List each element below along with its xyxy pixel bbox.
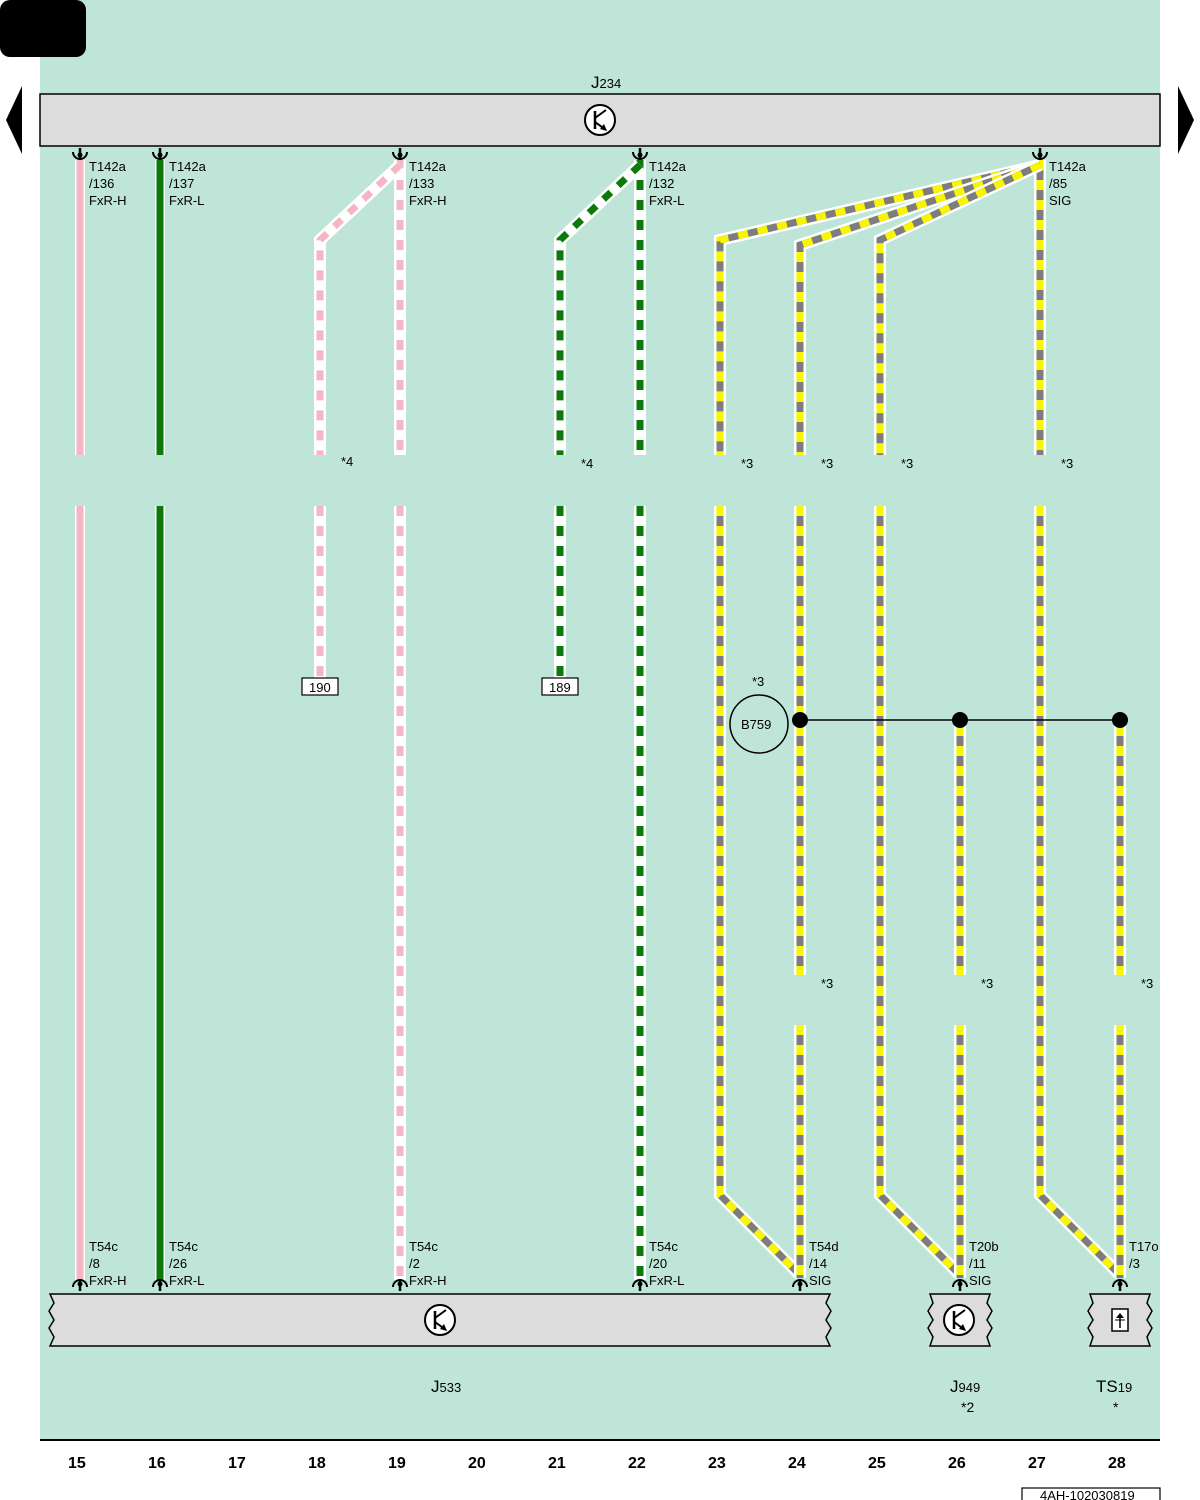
j234-transistor-icon <box>584 104 616 136</box>
wires <box>75 159 1126 1280</box>
top-connector-1 <box>152 148 168 160</box>
b759-junction-26 <box>952 712 968 728</box>
b759-note: *3 <box>752 674 764 689</box>
j949-note: *2 <box>961 1399 974 1415</box>
bottom-pin-label-6: T17o/3 <box>1129 1239 1159 1271</box>
ref-box-189 <box>541 677 579 696</box>
wire-col24-upper <box>794 159 1042 455</box>
page-tab <box>0 0 86 57</box>
bottom-connector-6 <box>1112 1279 1128 1291</box>
column-number-24: 24 <box>788 1455 806 1472</box>
wire-col27-lower <box>1034 506 1125 1280</box>
j234-label: J234 <box>591 73 621 92</box>
note-col26-lower: *3 <box>981 976 993 991</box>
column-number-17: 17 <box>228 1455 246 1472</box>
note-col24-lower: *3 <box>821 976 833 991</box>
b759-junction-28 <box>1112 712 1128 728</box>
b759-splice-circle <box>729 694 789 754</box>
wire-col18-upper <box>314 160 405 455</box>
note-col28-lower: *3 <box>1141 976 1153 991</box>
ref-189-label: 189 <box>549 680 571 695</box>
wire-col23-lower <box>714 506 805 1280</box>
bottom-connector-1 <box>152 1279 168 1291</box>
wire-col21-upper <box>554 160 645 455</box>
footer-code-box <box>1021 1487 1161 1500</box>
note-col24: *3 <box>821 456 833 471</box>
bottom-connector-2 <box>392 1279 408 1291</box>
wire-col25-upper <box>874 159 1043 455</box>
column-number-25: 25 <box>868 1455 886 1472</box>
wire-col25-lower <box>874 506 965 1280</box>
column-number-19: 19 <box>388 1455 406 1472</box>
note-col25: *3 <box>901 456 913 471</box>
column-number-20: 20 <box>468 1455 486 1472</box>
j949-label: J949 <box>950 1377 980 1396</box>
bottom-connector-5 <box>952 1279 968 1291</box>
column-number-26: 26 <box>948 1455 966 1472</box>
j533-transistor-icon <box>424 1304 456 1336</box>
top-connector-2 <box>392 148 408 160</box>
column-number-28: 28 <box>1108 1455 1126 1472</box>
ts19-sensor-icon <box>1111 1308 1129 1332</box>
column-number-21: 21 <box>548 1455 566 1472</box>
top-connector-0 <box>72 148 88 160</box>
bottom-connector-4 <box>792 1279 808 1291</box>
note-col23: *3 <box>741 456 753 471</box>
ts19-label: TS19 <box>1096 1377 1132 1396</box>
column-number-22: 22 <box>628 1455 646 1472</box>
column-numbers: 15 16 17 18 19 20 21 22 23 24 25 26 27 28 <box>68 1455 1126 1472</box>
ref-190-label: 190 <box>309 680 331 695</box>
column-number-16: 16 <box>148 1455 166 1472</box>
b759-label: B759 <box>741 717 771 732</box>
b759-junction-24 <box>792 712 808 728</box>
column-number-18: 18 <box>308 1455 326 1472</box>
top-connector-4 <box>1032 148 1048 160</box>
column-number-15: 15 <box>68 1455 86 1472</box>
ts19-note: * <box>1113 1399 1119 1415</box>
bottom-connector-0 <box>72 1279 88 1291</box>
column-number-27: 27 <box>1028 1455 1046 1472</box>
prev-page-arrow[interactable] <box>6 86 22 154</box>
footer-code: 4AH-102030819 <box>1040 1488 1135 1500</box>
ref-box-190 <box>301 677 339 696</box>
note-col27: *3 <box>1061 456 1073 471</box>
wire-col23-upper <box>714 159 1042 455</box>
note-col18: *4 <box>341 454 353 469</box>
next-page-arrow[interactable] <box>1178 86 1194 154</box>
j533-label: J533 <box>431 1377 461 1396</box>
top-connector-3 <box>632 148 648 160</box>
j949-transistor-icon <box>943 1304 975 1336</box>
note-col21: *4 <box>581 456 593 471</box>
column-number-23: 23 <box>708 1455 726 1472</box>
bottom-connector-3 <box>632 1279 648 1291</box>
